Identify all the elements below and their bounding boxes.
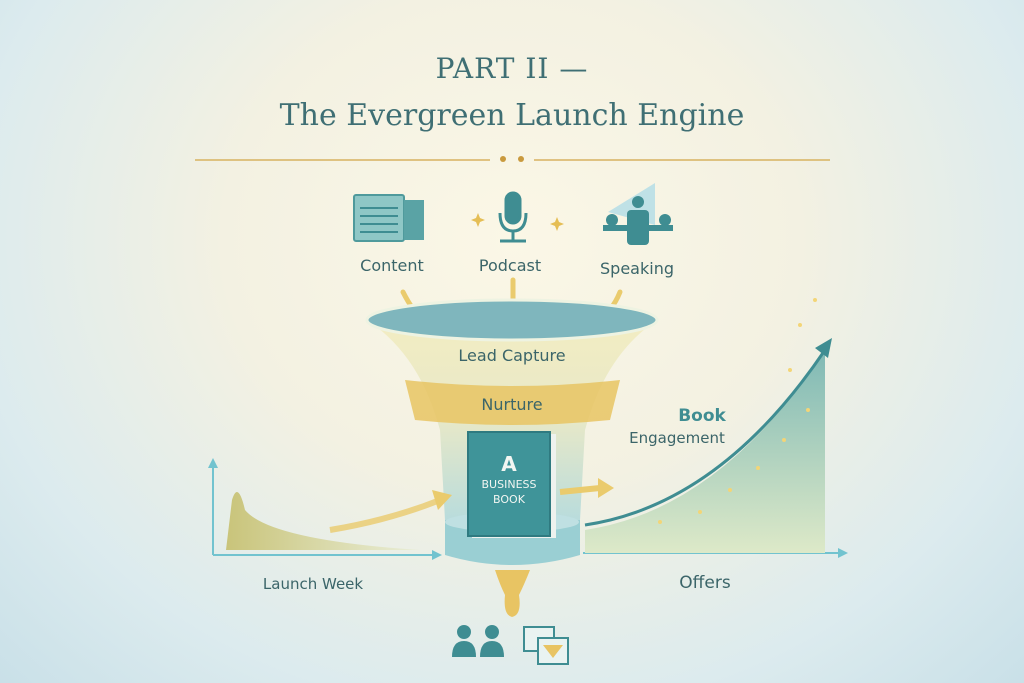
launch-spike [226,492,420,550]
funnel-drip [495,570,530,617]
book-title-line1: A [501,452,517,476]
report-icon [523,626,569,665]
engagement-label: Engagement [629,429,725,447]
sparkle-icon [471,213,564,231]
title-divider [195,156,830,162]
nurture-band [405,380,620,425]
book-title-line3: BOOK [493,493,525,506]
book-title: A BUSINESS BOOK [468,452,550,506]
engagement-chart [559,298,848,558]
source-label-podcast: Podcast [478,256,542,275]
document-icon [353,194,424,242]
book-icon [467,431,556,538]
stage-nurture: Nurture [481,395,543,414]
microphone-icon [498,191,528,243]
stage-lead-capture: Lead Capture [458,346,566,365]
part-heading: PART II — [435,52,589,85]
book-label: Book [678,406,726,426]
source-label-speaking: Speaking [600,259,674,278]
launch-week-chart [208,458,452,560]
offers-label: Offers [679,573,731,593]
launch-week-label: Launch Week [262,575,364,593]
page-title: The Evergreen Launch Engine [279,98,745,133]
speaker-icon [603,183,673,245]
people-icon [452,625,504,657]
book-title-line2: BUSINESS [481,478,537,491]
source-label-content: Content [360,256,424,275]
